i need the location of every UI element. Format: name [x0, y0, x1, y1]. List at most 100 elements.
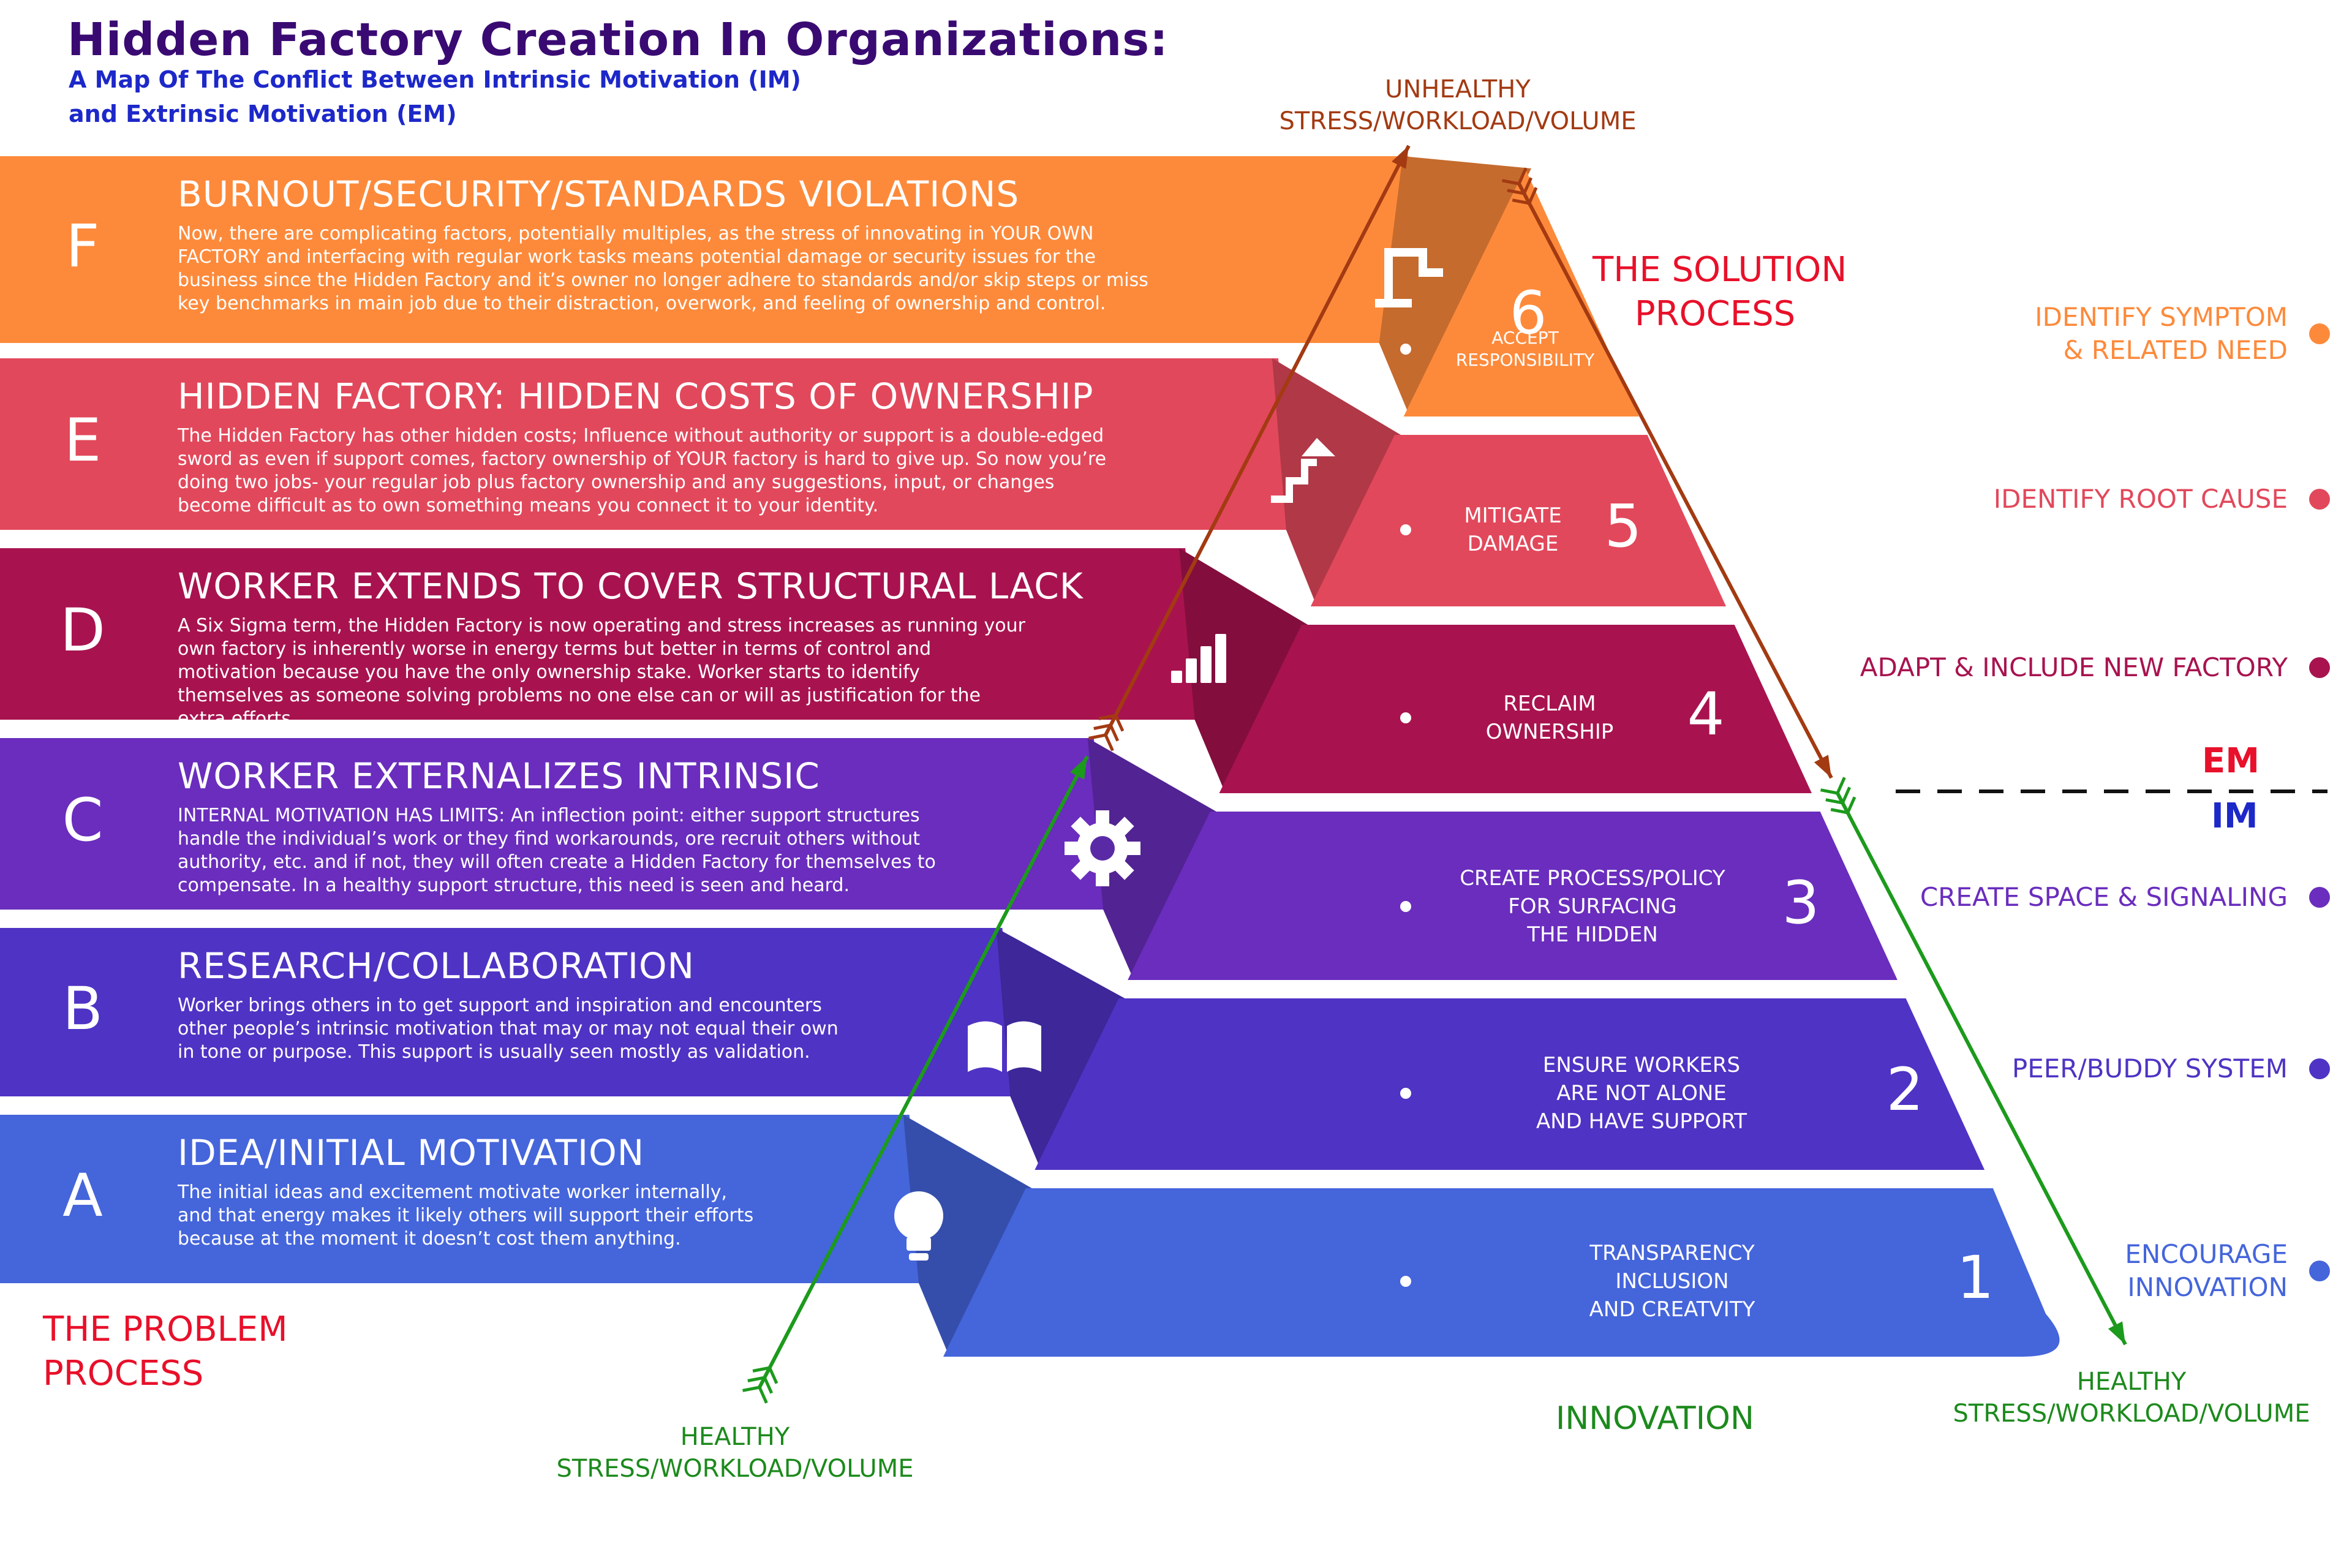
stage-description-line: FACTORY and interfacing with regular wor…	[178, 246, 1096, 268]
legend-label-line: IDENTIFY ROOT CAUSE	[1993, 484, 2288, 514]
step-label-line: DAMAGE	[1467, 532, 1559, 556]
legend-label-line: ADAPT & INCLUDE NEW FACTORY	[1860, 652, 2288, 682]
innovation-label: INNOVATION	[1556, 1400, 1754, 1437]
stage-description-e: The Hidden Factory has other hidden cost…	[178, 424, 1188, 518]
stage-letter-d: D	[60, 596, 105, 665]
healthy-left-label: HEALTHY STRESS/WORKLOAD/VOLUME	[551, 1421, 919, 1485]
healthy-left-label-line: STRESS/WORKLOAD/VOLUME	[556, 1455, 914, 1483]
step-number-2: 2	[1886, 1055, 1924, 1124]
stage-description-line: sword as even if support comes, factory …	[178, 448, 1107, 470]
stage-title-d: WORKER EXTENDS TO COVER STRUCTURAL LACK	[178, 565, 1084, 607]
arrow-healthy-right	[1820, 777, 2127, 1346]
stage-description-line: The Hidden Factory has other hidden cost…	[178, 425, 1104, 447]
tier-6	[1403, 168, 1639, 417]
stage-connector-e	[1272, 358, 1401, 606]
stage-description-line: INTERNAL MOTIVATION HAS LIMITS: An infle…	[178, 805, 920, 826]
legend-label-1: IDENTIFY SYMPTOM& RELATED NEED	[2035, 301, 2288, 367]
stage-description-line: because at the moment it doesn’t cost th…	[178, 1228, 681, 1250]
stage-letter-c: C	[62, 786, 104, 854]
step-label-line: AND CREATVITY	[1589, 1297, 1755, 1322]
step-label-line: ARE NOT ALONE	[1556, 1081, 1727, 1106]
stage-description-d: A Six Sigma term, the Hidden Factory is …	[178, 614, 1188, 731]
stage-band-a	[0, 1115, 925, 1283]
stage-connector-shade-a	[903, 1115, 1032, 1357]
stage-description-a: The initial ideas and excitement motivat…	[178, 1181, 1188, 1251]
stage-title-c: WORKER EXTERNALIZES INTRINSIC	[178, 755, 820, 797]
book-icon	[968, 1021, 1041, 1072]
stage-description-line: business since the Hidden Factory and it…	[178, 270, 1148, 291]
stage-description-line: doing two jobs- your regular job plus fa…	[178, 472, 1055, 493]
stage-title-b: RESEARCH/COLLABORATION	[178, 945, 695, 987]
stage-description-line: compensate. In a healthy support structu…	[178, 875, 850, 896]
stage-band-d	[0, 548, 1201, 720]
stage-description-line: extra efforts.	[178, 708, 297, 729]
stage-connector-c	[1087, 738, 1216, 980]
legend-label-4: CREATE SPACE & SIGNALING	[1920, 881, 2288, 914]
stage-title-a: IDEA/INITIAL MOTIVATION	[178, 1132, 645, 1174]
step-number-6: 6	[1509, 279, 1547, 347]
legend-dot-2	[2309, 489, 2330, 510]
step-label-line: THE HIDDEN	[1527, 922, 1658, 947]
em-label: EM	[2202, 741, 2260, 781]
legend-dot-5	[2309, 1058, 2330, 1079]
flag-icon	[1375, 248, 1443, 307]
stage-connector-b	[996, 928, 1125, 1170]
stage-description-b: Worker brings others in to get support a…	[178, 994, 1188, 1064]
stage-connector-shade-f	[1379, 156, 1531, 417]
stage-title-f: BURNOUT/SECURITY/STANDARDS VIOLATIONS	[178, 173, 1020, 215]
tier-3	[1128, 812, 1898, 980]
stage-description-line: handle the individual’s work or they fin…	[178, 828, 920, 850]
step-bullet-2	[1400, 1088, 1411, 1099]
stage-connector-d	[1179, 548, 1308, 793]
unhealthy-label-line: STRESS/WORKLOAD/VOLUME	[1279, 107, 1637, 135]
stage-connector-shade-c	[1087, 738, 1216, 980]
stage-connector-a	[903, 1115, 1032, 1357]
step-number-4: 4	[1687, 680, 1725, 748]
step-label-line: CREATE PROCESS/POLICY	[1460, 866, 1725, 891]
step-label-line: INCLUSION	[1615, 1269, 1729, 1294]
stage-band-b	[0, 928, 1017, 1096]
stage-band-c	[0, 738, 1110, 910]
stairs-icon	[1271, 438, 1335, 503]
legend-label-line: PEER/BUDDY SYSTEM	[2011, 1054, 2288, 1084]
tier-1	[943, 1188, 2060, 1357]
tier-2	[1035, 998, 1985, 1170]
stage-description-line: authority, etc. and if not, they will of…	[178, 851, 936, 873]
legend-label-line: & RELATED NEED	[2063, 335, 2288, 365]
stage-description-line: become difficult as to own something mea…	[178, 495, 879, 516]
page-subtitle-line2: and Extrinsic Motivation (EM)	[69, 100, 457, 127]
legend-label-2: IDENTIFY ROOT CAUSE	[1994, 483, 2288, 516]
stage-description-line: A Six Sigma term, the Hidden Factory is …	[178, 615, 1025, 636]
legend-dot-4	[2309, 887, 2330, 908]
bar-chart-icon	[1171, 634, 1226, 683]
step-number-3: 3	[1782, 869, 1820, 937]
page-title: Hidden Factory Creation In Organizations…	[67, 13, 1169, 66]
stage-description-line: key benchmarks in main job due to their …	[178, 293, 1106, 314]
stage-connector-shade-b	[996, 928, 1125, 1170]
step-label-line: ACCEPT	[1491, 328, 1559, 348]
step-number-1: 1	[1956, 1243, 1994, 1312]
stage-band-e	[0, 358, 1292, 530]
legend-label-3: ADAPT & INCLUDE NEW FACTORY	[1860, 651, 2288, 684]
healthy-right-label-line: HEALTHY	[2076, 1368, 2187, 1396]
stage-description-line: Now, there are complicating factors, pot…	[178, 223, 1094, 244]
stage-description-line: own factory is inherently worse in energ…	[178, 638, 932, 660]
stage-title-e: HIDDEN FACTORY: HIDDEN COSTS OF OWNERSHI…	[178, 375, 1094, 417]
step-bullet-6	[1400, 344, 1411, 355]
tier-5	[1310, 435, 1727, 606]
legend-label-line: INNOVATION	[2127, 1272, 2288, 1302]
stage-description-f: Now, there are complicating factors, pot…	[178, 222, 1188, 315]
problem-process-label-line: PROCESS	[43, 1354, 204, 1393]
step-label-line: OWNERSHIP	[1485, 720, 1614, 744]
healthy-left-label-line: HEALTHY	[680, 1423, 790, 1451]
stage-band-f	[0, 156, 1409, 343]
arrow-solution-down	[1502, 167, 1833, 779]
step-label-line: RESPONSIBILITY	[1455, 350, 1595, 370]
legend-dot-3	[2309, 657, 2330, 678]
